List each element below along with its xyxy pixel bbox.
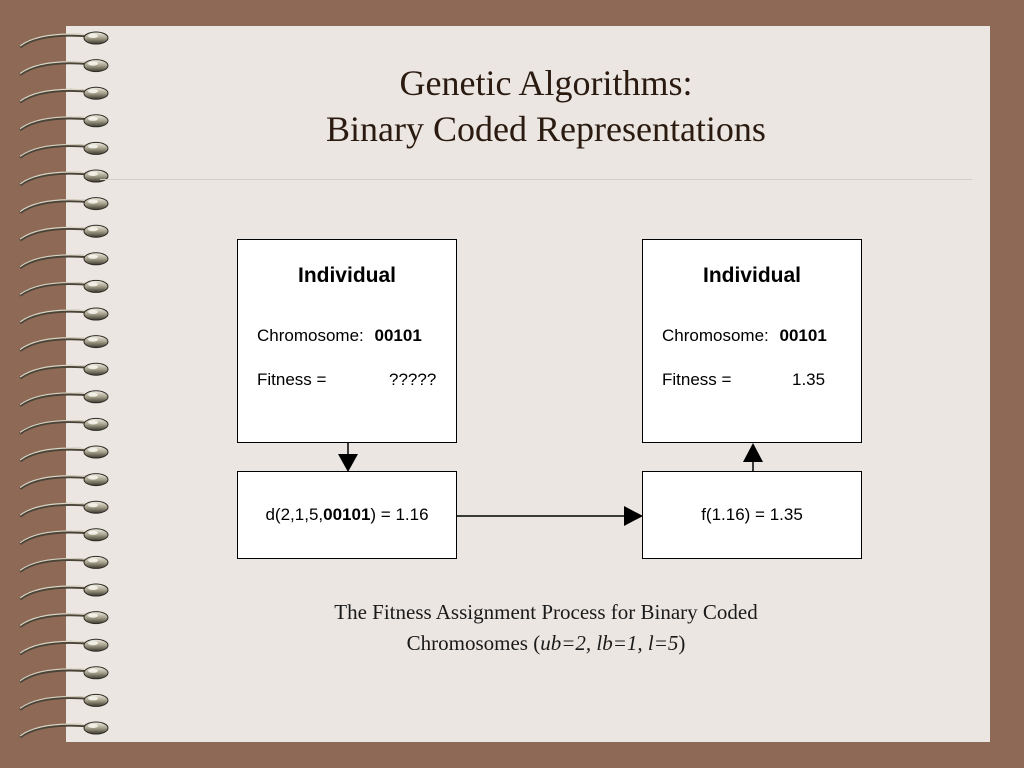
caption-line-2: Chromosomes (ub=2, lb=1, l=5) <box>66 628 1024 659</box>
left-individual-heading: Individual <box>297 264 396 287</box>
left-chromosome-row: Chromosome: 00101 <box>257 326 422 346</box>
right-fitness-value: 1.35 <box>792 370 826 389</box>
slide-title: Genetic Algorithms: Binary Coded Represe… <box>66 60 1024 152</box>
decode-prefix: d(2,1,5, <box>265 505 324 524</box>
right-individual-box: Individual Chromosome: 00101 Fitness = 1… <box>642 239 862 443</box>
right-individual-heading: Individual <box>702 264 801 287</box>
left-fitness-label: Fitness = <box>257 370 327 389</box>
right-chromosome-label: Chromosome: <box>662 326 769 345</box>
arrow-down-icon <box>338 443 358 472</box>
fitness-expression: f(1.16) = 1.35 <box>701 505 803 524</box>
caption-params: ub=2, lb=1, l=5 <box>540 631 679 655</box>
left-chromosome-value: 00101 <box>374 326 422 345</box>
left-chromosome-label: Chromosome: <box>257 326 364 345</box>
left-fitness-value: ????? <box>389 370 437 389</box>
caption-line-1: The Fitness Assignment Process for Binar… <box>334 600 758 624</box>
arrow-right-icon <box>457 506 643 526</box>
figure-caption: The Fitness Assignment Process for Binar… <box>66 597 1024 659</box>
decode-box: d(2,1,5,00101) = 1.16 <box>237 471 457 559</box>
spiral-binding-icon <box>19 31 109 739</box>
title-line-1: Genetic Algorithms: <box>399 63 693 103</box>
caption-suffix: ) <box>678 631 686 655</box>
decode-suffix: ) = 1.16 <box>370 505 429 524</box>
right-chromosome-value: 00101 <box>779 326 827 345</box>
title-divider <box>100 179 972 180</box>
decode-expression: d(2,1,5,00101) = 1.16 <box>238 472 456 558</box>
fitness-function-box: f(1.16) = 1.35 <box>642 471 862 559</box>
right-chromosome-row: Chromosome: 00101 <box>662 326 827 346</box>
decode-bits: 00101 <box>323 505 371 524</box>
right-fitness-label: Fitness = <box>662 370 732 389</box>
title-line-2: Binary Coded Representations <box>326 109 766 149</box>
caption-prefix: Chromosomes ( <box>406 631 541 655</box>
arrow-up-icon <box>743 443 763 471</box>
left-individual-box: Individual Chromosome: 00101 Fitness = ?… <box>237 239 457 443</box>
